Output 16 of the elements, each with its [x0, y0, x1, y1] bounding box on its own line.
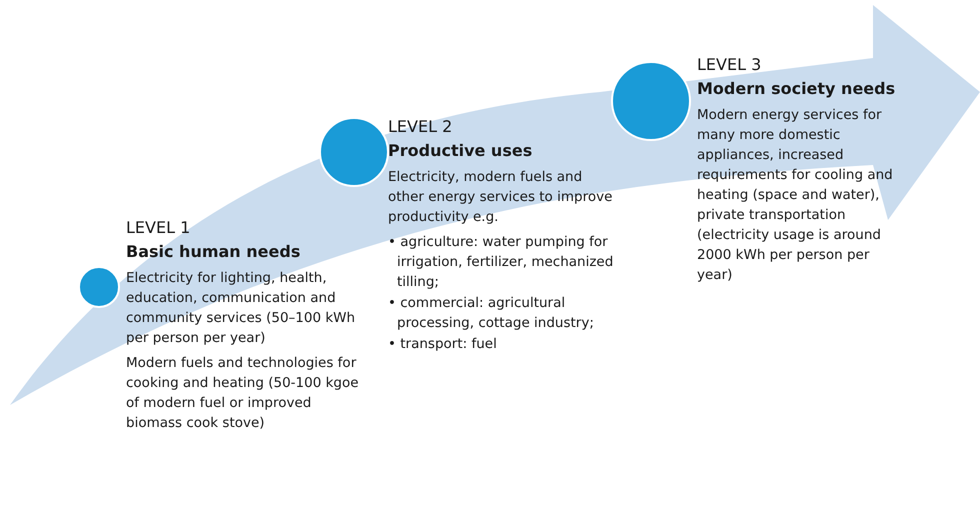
level-marker-circle: [610, 60, 692, 142]
level-marker-circle: [77, 265, 121, 309]
description-text: Modern energy services for many more domestic appliances, increased requirements for cooling and heating (space and water), private transportation (electricity usage is around 2000 kWh per person per year): [697, 106, 894, 285]
level-title: Productive uses: [388, 141, 534, 161]
description-text: Modern fuels and technologies for cooking and heating (50-100 kgoe of modern fuel or improved biomass cook stove): [126, 354, 360, 433]
level-label: LEVEL 2: [388, 117, 454, 137]
level-label: LEVEL 1: [126, 218, 192, 238]
level-marker-circle: [318, 116, 390, 188]
bullet-item: • agriculture: water pumping for irrigation, fertilizer, mechanized tilling;: [388, 233, 614, 292]
level-title: Basic human needs: [126, 242, 302, 262]
bullet-item: • transport: fuel: [388, 335, 498, 354]
level-label: LEVEL 3: [697, 55, 762, 75]
level-title: Modern society needs: [697, 79, 896, 99]
description-text: Electricity, modern fuels and other energy services to improve productivity e.g.: [388, 168, 614, 227]
description-text: Electricity for lighting, health, education, communication and community services (50–100 kWh per person per year): [126, 269, 356, 348]
bullet-item: • commercial: agricultural processing, cottage industry;: [388, 294, 595, 333]
